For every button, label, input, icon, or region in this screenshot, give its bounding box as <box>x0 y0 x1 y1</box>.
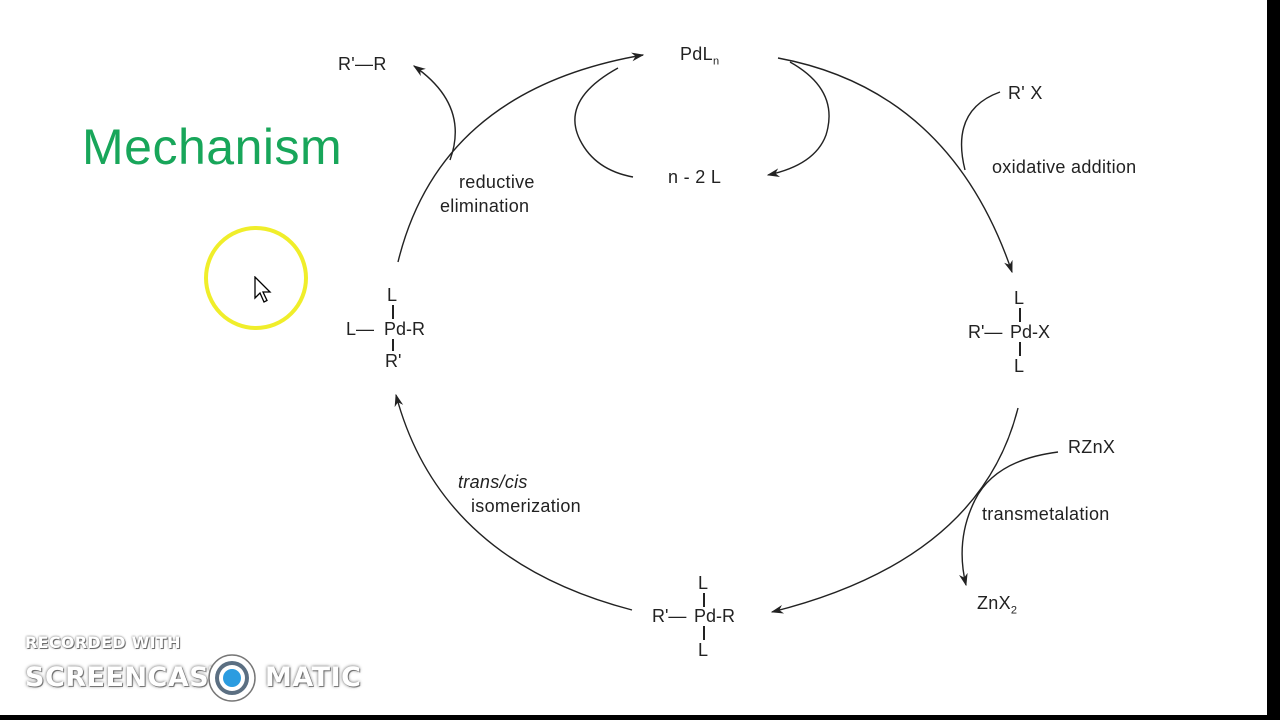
complex-right: L R'— Pd -X L <box>968 288 1078 380</box>
complex-bottom-center: Pd <box>694 606 717 626</box>
isomerization-label: trans/cis isomerization <box>458 470 581 518</box>
reagent-rznx-label: RZnX <box>1068 437 1116 457</box>
watermark-recorded-with: RECORDED WITH <box>25 633 181 652</box>
complex-left-center: Pd <box>384 319 407 339</box>
isomerization-line1: trans/cis <box>458 472 528 492</box>
arrow-isomerization <box>394 393 633 611</box>
arrow-oxidative-addition <box>777 57 1013 274</box>
arrow-znx2-out <box>959 499 976 587</box>
screencast-o-matic-logo-icon <box>208 654 256 702</box>
reductive-line2: elimination <box>440 196 530 216</box>
arrow-rx-in <box>960 91 1001 171</box>
arrow-reductive-elimination <box>397 52 645 263</box>
watermark-matic: MATIC <box>265 662 362 693</box>
complex-right-right: -X <box>1032 322 1050 342</box>
arrow-rznx-in <box>974 451 1059 501</box>
window-edge <box>1267 0 1280 720</box>
complex-left-bottom: R' <box>385 351 402 371</box>
complex-bottom-right: -R <box>716 606 735 626</box>
ligand-loss-label: n - 2 L <box>668 167 722 187</box>
arrow-product-out <box>412 65 456 161</box>
complex-right-top: L <box>1014 288 1025 308</box>
byproduct-label: ZnX2 <box>977 593 1018 617</box>
watermark-screencast: SCREENCAST <box>25 662 229 693</box>
arrow-ligand-loop-left <box>574 67 634 178</box>
arrow-ligand-loop-right <box>766 61 830 177</box>
arrow-transmetalation <box>770 407 1019 614</box>
complex-right-left: R'— <box>968 322 1003 342</box>
complex-left: L L— Pd -R R' <box>346 285 456 377</box>
catalyst-label: PdLn <box>680 44 720 68</box>
reagent-rx-label: R' X <box>1008 83 1043 103</box>
isomerization-line2: isomerization <box>471 496 581 516</box>
product-label: R'—R <box>338 54 387 74</box>
complex-bottom-top: L <box>698 573 709 593</box>
reductive-elimination-label: reductive elimination <box>440 170 535 218</box>
complex-bottom-left: R'— <box>652 606 687 626</box>
complex-right-center: Pd <box>1010 322 1033 342</box>
cursor-highlight <box>204 226 308 330</box>
transmetalation-label: transmetalation <box>982 504 1110 524</box>
complex-left-right: -R <box>406 319 425 339</box>
complex-left-top: L <box>387 285 398 305</box>
complex-right-bottom: L <box>1014 356 1025 376</box>
slide-title: Mechanism <box>82 119 343 175</box>
oxidative-addition-label: oxidative addition <box>992 157 1137 177</box>
reductive-line1: reductive <box>459 172 535 192</box>
complex-bottom: L R'— Pd -R L <box>652 573 762 665</box>
complex-left-left: L— <box>346 319 375 339</box>
complex-bottom-bottom: L <box>698 640 709 660</box>
arrow-cursor-icon <box>254 276 272 303</box>
